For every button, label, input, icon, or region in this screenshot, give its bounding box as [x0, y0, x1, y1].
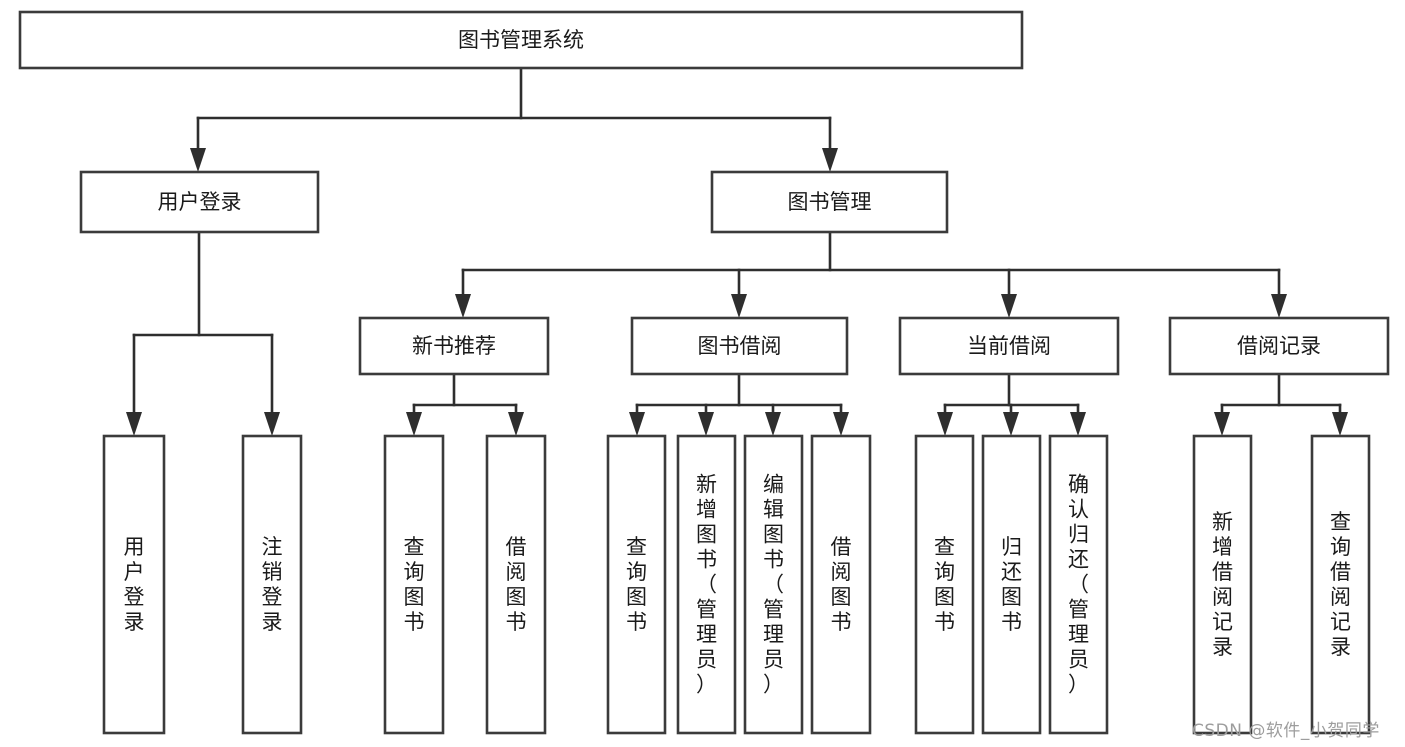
book-borrow-arrow-1 — [698, 412, 714, 436]
node-root[interactable]: 图书管理系统 — [18, 10, 1024, 70]
node-box-leaf-add-book-admin[interactable] — [676, 434, 737, 735]
node-leaf-add-book-admin[interactable]: 新增图书（管理员） — [676, 434, 737, 735]
node-box-leaf-query-book-borrow[interactable] — [606, 434, 667, 735]
new-book-recommend-arrow-1 — [508, 412, 524, 436]
node-box-new-book-recommend[interactable] — [358, 316, 550, 376]
node-user-login[interactable]: 用户登录 — [79, 170, 320, 234]
node-label-leaf-confirm-return-admin: 确认归还（管理员） — [1068, 473, 1089, 697]
node-leaf-query-book-borrow[interactable]: 查询图书 — [606, 434, 667, 735]
node-box-user-login[interactable] — [79, 170, 320, 234]
node-box-book-management[interactable] — [710, 170, 949, 234]
book-borrow-arrow-0 — [629, 412, 645, 436]
connector-layer — [126, 66, 1348, 436]
node-leaf-user-login[interactable]: 用户登录 — [102, 434, 166, 735]
node-leaf-edit-book-admin[interactable]: 编辑图书（管理员） — [743, 434, 804, 735]
node-box-leaf-add-borrow-record[interactable] — [1192, 434, 1253, 735]
node-label-leaf-return-book: 归还图书 — [1001, 535, 1022, 634]
book-borrow-arrow-3 — [833, 412, 849, 436]
node-box-leaf-return-book[interactable] — [981, 434, 1042, 735]
node-box-leaf-logout[interactable] — [241, 434, 303, 735]
book-borrow-arrow-2 — [765, 412, 781, 436]
node-label-user-login: 用户登录 — [158, 190, 242, 214]
node-box-leaf-user-login[interactable] — [102, 434, 166, 735]
node-leaf-return-book[interactable]: 归还图书 — [981, 434, 1042, 735]
node-label-leaf-logout: 注销登录 — [262, 535, 283, 634]
node-label-leaf-query-book-recommend: 查询图书 — [404, 535, 425, 634]
new-book-recommend-arrow-0 — [406, 412, 422, 436]
book-management-arrow-3 — [1271, 294, 1287, 318]
book-management-arrow-2 — [1001, 294, 1017, 318]
node-label-leaf-query-borrow-record: 查询借阅记录 — [1330, 510, 1351, 659]
node-label-leaf-borrow-book-recommend: 借阅图书 — [506, 535, 527, 634]
node-layer: 图书管理系统用户登录图书管理新书推荐图书借阅当前借阅借阅记录用户登录注销登录查询… — [18, 10, 1390, 735]
node-leaf-add-borrow-record[interactable]: 新增借阅记录 — [1192, 434, 1253, 735]
node-borrow-record[interactable]: 借阅记录 — [1168, 316, 1390, 376]
node-leaf-query-borrow-record[interactable]: 查询借阅记录 — [1310, 434, 1371, 735]
node-box-current-borrow[interactable] — [898, 316, 1120, 376]
node-label-book-borrow: 图书借阅 — [698, 334, 782, 358]
node-box-leaf-confirm-return-admin[interactable] — [1048, 434, 1109, 735]
node-book-borrow[interactable]: 图书借阅 — [630, 316, 849, 376]
node-label-leaf-add-book-admin: 新增图书（管理员） — [696, 473, 717, 697]
node-label-root: 图书管理系统 — [458, 28, 584, 52]
node-box-borrow-record[interactable] — [1168, 316, 1390, 376]
node-new-book-recommend[interactable]: 新书推荐 — [358, 316, 550, 376]
node-leaf-logout[interactable]: 注销登录 — [241, 434, 303, 735]
current-borrow-arrow-0 — [937, 412, 953, 436]
node-label-leaf-query-book-current: 查询图书 — [934, 535, 955, 634]
node-current-borrow[interactable]: 当前借阅 — [898, 316, 1120, 376]
node-box-leaf-edit-book-admin[interactable] — [743, 434, 804, 735]
node-box-leaf-query-book-recommend[interactable] — [383, 434, 445, 735]
node-label-current-borrow: 当前借阅 — [967, 334, 1051, 358]
root-arrow-0 — [190, 148, 206, 172]
node-box-leaf-borrow-book[interactable] — [810, 434, 872, 735]
node-label-leaf-edit-book-admin: 编辑图书（管理员） — [763, 473, 784, 697]
node-book-management[interactable]: 图书管理 — [710, 170, 949, 234]
node-box-leaf-borrow-book-recommend[interactable] — [485, 434, 547, 735]
node-label-book-management: 图书管理 — [788, 190, 872, 214]
node-leaf-confirm-return-admin[interactable]: 确认归还（管理员） — [1048, 434, 1109, 735]
node-leaf-query-book-current[interactable]: 查询图书 — [914, 434, 975, 735]
current-borrow-arrow-1 — [1003, 412, 1019, 436]
book-management-arrow-0 — [455, 294, 471, 318]
node-label-leaf-borrow-book: 借阅图书 — [831, 535, 852, 634]
user-login-arrow-1 — [264, 412, 280, 436]
node-box-root[interactable] — [18, 10, 1024, 70]
node-leaf-borrow-book[interactable]: 借阅图书 — [810, 434, 872, 735]
node-label-leaf-user-login: 用户登录 — [124, 535, 145, 634]
node-label-leaf-query-book-borrow: 查询图书 — [626, 535, 647, 634]
node-label-leaf-add-borrow-record: 新增借阅记录 — [1212, 510, 1233, 659]
node-box-book-borrow[interactable] — [630, 316, 849, 376]
book-management-arrow-1 — [731, 294, 747, 318]
current-borrow-arrow-2 — [1070, 412, 1086, 436]
node-box-leaf-query-borrow-record[interactable] — [1310, 434, 1371, 735]
root-arrow-1 — [822, 148, 838, 172]
node-label-new-book-recommend: 新书推荐 — [412, 334, 496, 358]
borrow-record-arrow-0 — [1214, 412, 1230, 436]
node-leaf-query-book-recommend[interactable]: 查询图书 — [383, 434, 445, 735]
borrow-record-arrow-1 — [1332, 412, 1348, 436]
node-label-borrow-record: 借阅记录 — [1237, 334, 1321, 358]
csdn-watermark: CSDN @软件_小贺同学 — [1192, 721, 1380, 741]
node-leaf-borrow-book-recommend[interactable]: 借阅图书 — [485, 434, 547, 735]
node-box-leaf-query-book-current[interactable] — [914, 434, 975, 735]
user-login-arrow-0 — [126, 412, 142, 436]
